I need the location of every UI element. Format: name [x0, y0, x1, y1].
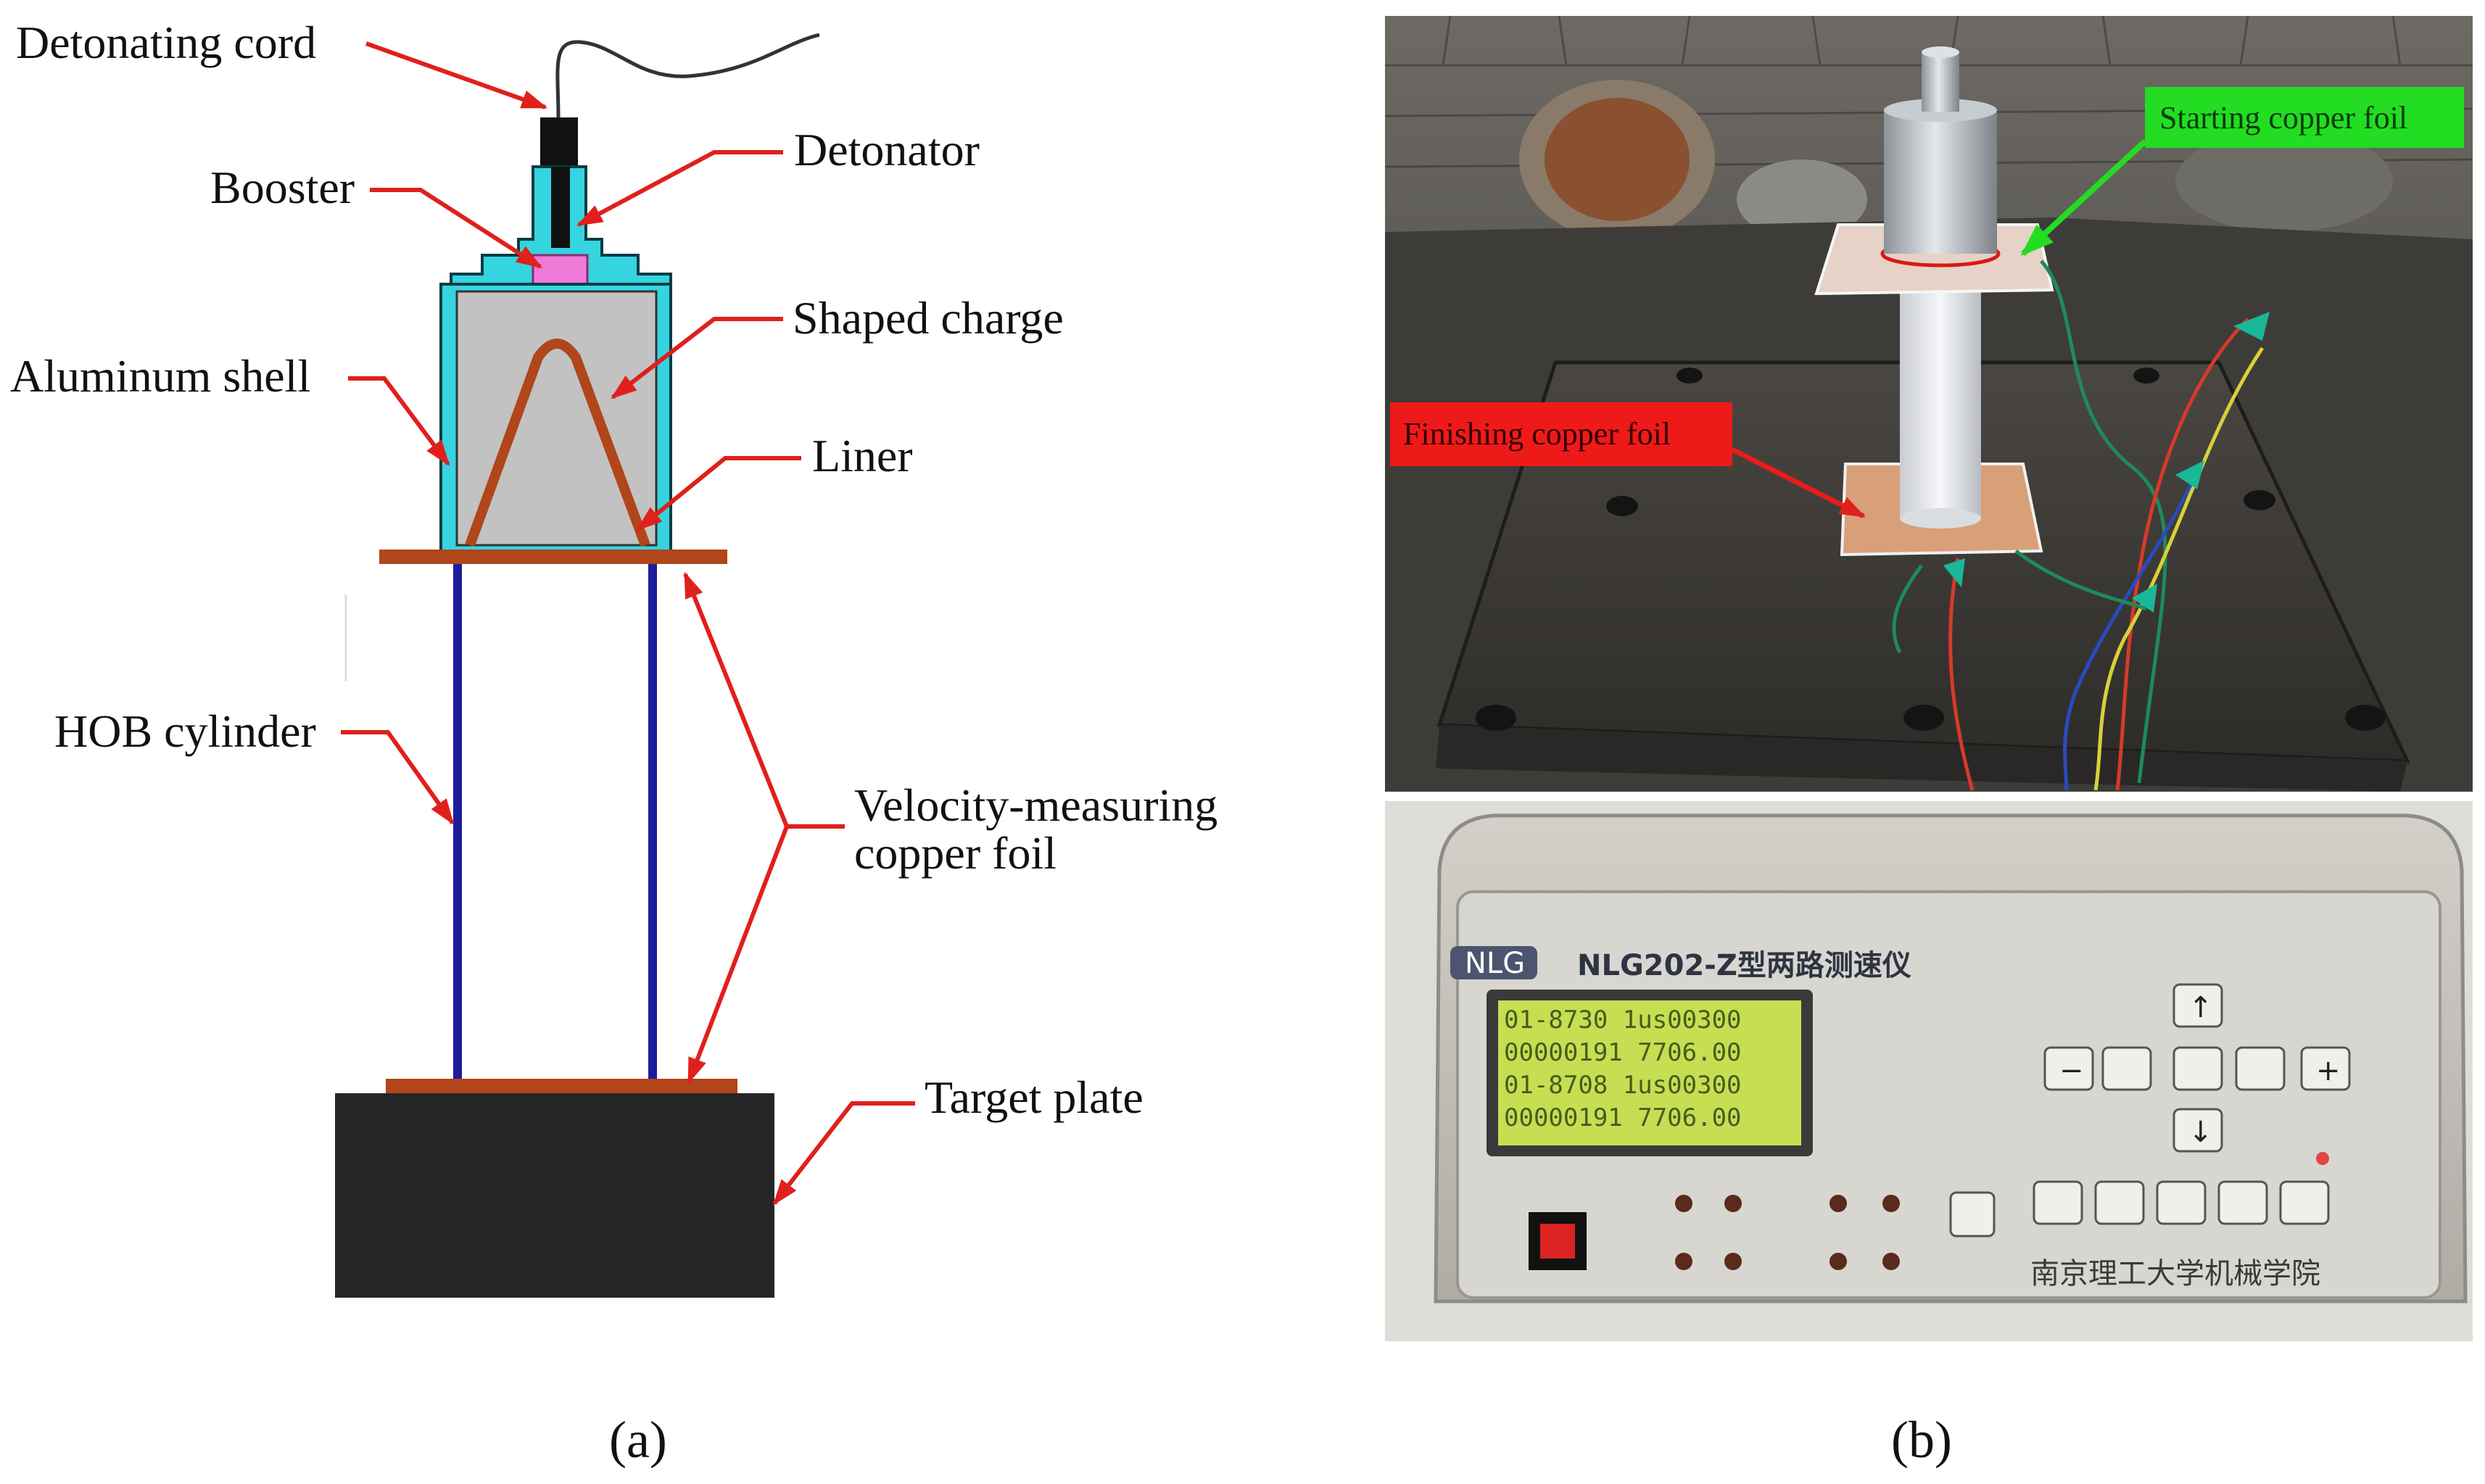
- label-target-plate: Target plate: [925, 1071, 1144, 1123]
- finishing-foil-tag: [1390, 402, 1732, 466]
- key-minus[interactable]: [2043, 1046, 2094, 1091]
- label-aluminum-shell: Aluminum shell: [10, 350, 310, 402]
- key-down-label: ↓: [2188, 1116, 2213, 1149]
- key-f4[interactable]: [2217, 1180, 2268, 1225]
- brand-badge-text: NLG: [1465, 947, 1525, 980]
- key-f1[interactable]: [2033, 1180, 2083, 1225]
- plate-bolts: [1476, 368, 2386, 731]
- detonating-cord-wire: [555, 33, 820, 118]
- key-left[interactable]: [2101, 1046, 2152, 1091]
- caption-a: (a): [609, 1411, 667, 1469]
- channel-leds: [1675, 1195, 1900, 1270]
- panel-a-schematic: Detonating cord Detonator Booster Shaped…: [10, 17, 1217, 1469]
- key-up[interactable]: [2172, 983, 2223, 1028]
- label-booster: Booster: [210, 162, 355, 213]
- lcd-line-4: 00000191 7706.00: [1504, 1103, 1742, 1132]
- pvc-tube-photo: [1900, 261, 1981, 518]
- key-f2[interactable]: [2094, 1180, 2145, 1225]
- bottom-copper-foil: [386, 1079, 737, 1093]
- key-confirm[interactable]: [2172, 1046, 2223, 1091]
- wires: [1892, 260, 2265, 791]
- key-reset[interactable]: [1949, 1191, 1996, 1238]
- status-led: [2316, 1152, 2329, 1165]
- starting-foil-tag: [2145, 87, 2464, 148]
- brand-badge: [1450, 946, 1537, 979]
- aluminum-charge-photo: [1884, 109, 1997, 254]
- leader-arrows: [341, 41, 915, 1206]
- target-plate: [335, 1093, 774, 1298]
- key-f3[interactable]: [2156, 1180, 2207, 1225]
- hob-cylinder-right-wall: [648, 564, 657, 1079]
- keypad: [1949, 983, 2351, 1238]
- key-right[interactable]: [2235, 1046, 2286, 1091]
- hob-cylinder-left-wall: [453, 564, 462, 1079]
- device-model-title: NLG202-Z型两路测速仪: [1577, 949, 1911, 982]
- key-plus[interactable]: [2300, 1046, 2351, 1091]
- key-down[interactable]: [2172, 1108, 2223, 1153]
- alligator-clips: [1943, 312, 2270, 613]
- key-f5[interactable]: [2279, 1180, 2330, 1225]
- top-copper-foil: [379, 550, 727, 564]
- label-shaped-charge: Shaped charge: [793, 292, 1064, 344]
- lcd-line-1: 01-8730 1us00300: [1504, 1006, 1742, 1035]
- label-liner: Liner: [812, 430, 913, 481]
- label-detonating-cord: Detonating cord: [16, 17, 316, 68]
- starting-foil-tag-text: Starting copper foil: [2159, 100, 2407, 136]
- label-velocity-foil-line1: Velocity-measuring: [854, 779, 1217, 831]
- key-plus-label: +: [2316, 1054, 2341, 1087]
- booster: [532, 254, 589, 286]
- finishing-foil-tag-text: Finishing copper foil: [1403, 416, 1671, 452]
- panel-b-photos: Starting copper foil Finishing copper fo…: [1384, 15, 2473, 1469]
- key-minus-label: −: [2059, 1054, 2084, 1087]
- photo-setup: Starting copper foil Finishing copper fo…: [1384, 15, 2473, 792]
- label-velocity-foil-line2: copper foil: [854, 827, 1057, 879]
- label-detonator: Detonator: [794, 124, 980, 175]
- label-hob-cylinder: HOB cylinder: [54, 705, 316, 757]
- photo-velocity-meter: NLG NLG202-Z型两路测速仪 01-8730 1us00300 0000…: [1385, 801, 2473, 1341]
- lcd-line-2: 00000191 7706.00: [1504, 1038, 1742, 1067]
- lcd-line-3: 01-8708 1us00300: [1504, 1071, 1742, 1100]
- lcd-screen: [1498, 1000, 1801, 1145]
- device-maker: 南京理工大学机械学院: [2030, 1257, 2320, 1290]
- key-up-label: ↑: [2188, 991, 2213, 1024]
- caption-b: (b): [1891, 1411, 1952, 1469]
- liner-cone: [465, 339, 650, 547]
